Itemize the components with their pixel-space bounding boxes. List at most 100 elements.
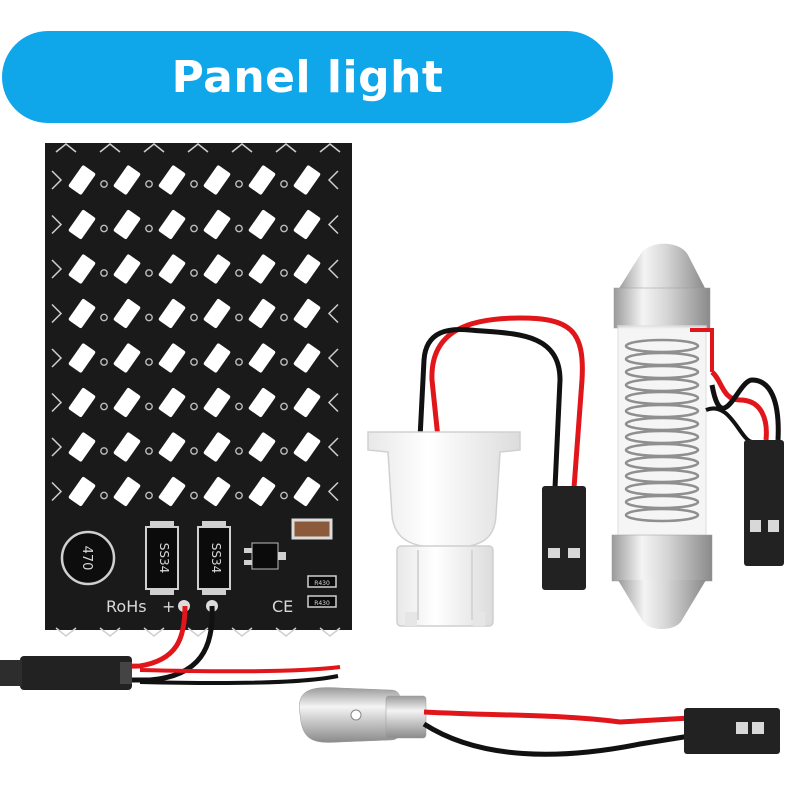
pcb-via [235, 313, 243, 322]
led-chip [248, 477, 276, 506]
led-chip [113, 388, 141, 417]
t10-wedge-adapter [367, 315, 586, 627]
festoon-connector [744, 440, 784, 566]
led-chip [158, 343, 186, 373]
led-chip [68, 299, 96, 328]
resistor-1-label: R430 [314, 580, 330, 587]
led-panel-board: 470 SS34 SS34 R430 [45, 143, 352, 637]
pcb-via [100, 358, 108, 366]
pcb-via [145, 358, 153, 366]
led-chip [68, 388, 96, 417]
led-chip [158, 210, 186, 239]
led-chip [113, 432, 141, 462]
pcb-via [235, 180, 243, 188]
pcb-chevron [51, 437, 63, 457]
pcb-via [190, 313, 198, 322]
pcb-chevron [143, 143, 165, 153]
led-chip [158, 254, 186, 284]
led-chip [203, 432, 231, 462]
pcb-chevron [51, 259, 63, 279]
diode-1: SS34 [145, 521, 179, 595]
pcb-via [145, 224, 153, 233]
led-chip [68, 254, 96, 284]
pcb-via [145, 491, 153, 500]
led-chip [293, 210, 321, 239]
diode-1-label: SS34 [157, 543, 171, 574]
led-chip [248, 343, 276, 373]
pcb-via [100, 224, 108, 233]
led-chip [68, 477, 96, 506]
pcb-chevron [55, 627, 77, 637]
pcb-via [280, 313, 288, 322]
festoon-spring [624, 338, 700, 523]
led-chip [113, 254, 141, 284]
led-chip [113, 210, 141, 239]
pcb-vias [100, 180, 288, 500]
pcb-chevron [55, 143, 77, 153]
banner-title: Panel light [171, 51, 444, 103]
pcb-via [190, 358, 198, 366]
pcb-via [190, 491, 198, 500]
pcb-via [235, 358, 243, 366]
pcb-chevron [99, 627, 121, 637]
led-chip [158, 477, 186, 506]
panel-connector [20, 656, 132, 690]
pcb-via [280, 491, 288, 500]
pcb-via [100, 313, 108, 322]
pcb-chevron [143, 627, 165, 637]
pcb-chevron [231, 627, 253, 637]
pcb-via [190, 269, 198, 277]
festoon-adapter [611, 243, 784, 629]
pcb-chevron [327, 348, 339, 368]
pcb-chevron [319, 143, 341, 153]
led-chip [248, 254, 276, 284]
pcb-chevron [51, 214, 63, 235]
pcb-via [190, 180, 198, 188]
pcb-via [145, 402, 153, 411]
pcb-chevron [187, 627, 209, 637]
pcb-via [100, 447, 108, 455]
resistor-2: R430 [307, 595, 337, 608]
panel-wire-harness [0, 605, 341, 690]
pcb-via [280, 224, 288, 233]
pcb-chevron [51, 481, 63, 502]
led-chip [158, 165, 186, 195]
pcb-chevron [327, 437, 339, 457]
inductor-label: 470 [79, 546, 94, 571]
pcb-via [145, 447, 153, 455]
led-chip [158, 299, 186, 328]
led-chip [203, 210, 231, 239]
pcb-via [145, 269, 153, 277]
led-chip [203, 254, 231, 284]
led-chip [158, 388, 186, 417]
pcb-via [190, 447, 198, 455]
led-chip [248, 432, 276, 462]
pcb-via [280, 358, 288, 366]
led-chip [158, 432, 186, 462]
led-chip [293, 165, 321, 195]
pcb-via [280, 402, 288, 411]
pcb-via [235, 402, 243, 411]
led-chip [293, 388, 321, 417]
plus-label: + [162, 597, 175, 616]
title-banner: Panel light [2, 31, 613, 123]
led-chip [203, 477, 231, 506]
led-chip [113, 477, 141, 506]
resistor-2-label: R430 [314, 600, 330, 607]
pcb-via [235, 269, 243, 277]
pcb-chevron [327, 392, 339, 413]
pcb-chevron [327, 481, 339, 502]
pcb-chevron [51, 170, 63, 190]
pcb-via [235, 224, 243, 233]
led-chip [203, 299, 231, 328]
capacitor [291, 518, 333, 540]
pcb-via [280, 269, 288, 277]
pcb-chevron [319, 627, 341, 637]
pcb-chevron [51, 303, 63, 324]
pcb-chevrons [51, 143, 341, 637]
spring-coil [624, 507, 700, 523]
pcb-via [100, 491, 108, 500]
led-chip [248, 165, 276, 195]
diode-2: SS34 [197, 521, 231, 595]
